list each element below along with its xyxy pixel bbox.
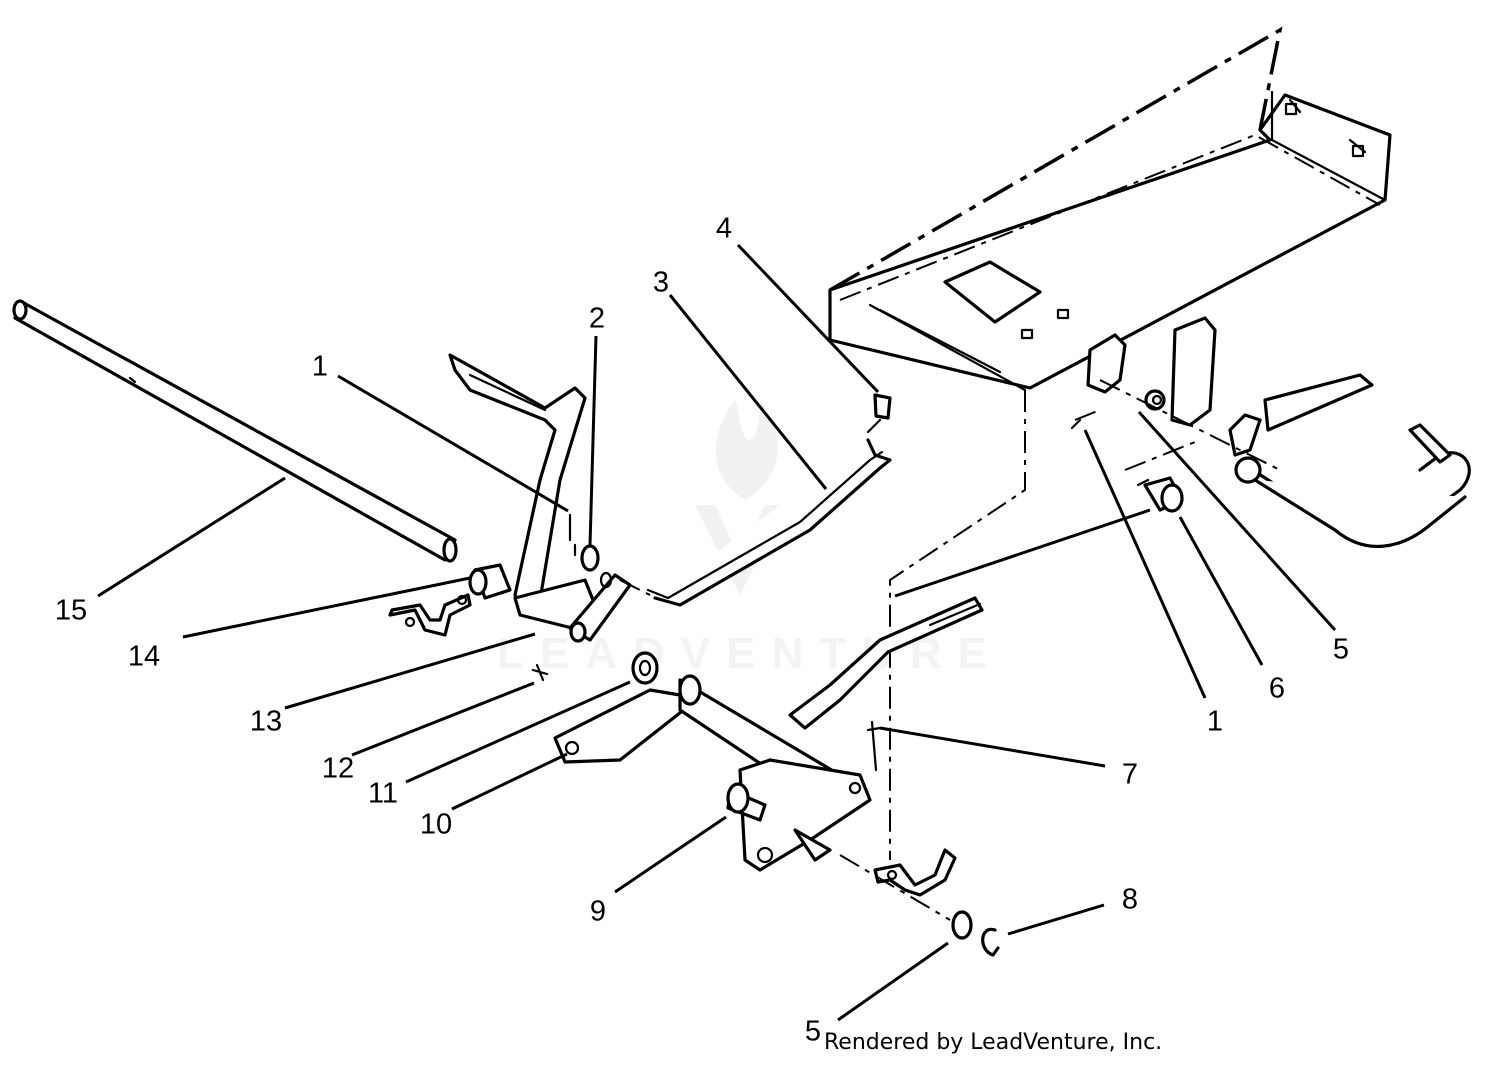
bushing-part-14	[468, 563, 512, 600]
callout-12: 12	[322, 753, 354, 785]
clamp-bottom	[873, 848, 957, 897]
callout-5-bottom: 5	[805, 1016, 821, 1048]
callout-6: 6	[1269, 673, 1285, 705]
washer-part-2	[580, 544, 600, 572]
callout-8: 8	[1122, 884, 1138, 916]
washer-part-11	[631, 651, 659, 685]
link-rod-part-3	[619, 393, 892, 607]
spring-part-7	[866, 720, 882, 772]
callout-7: 7	[1122, 759, 1138, 791]
rendered-by-credit: Rendered by LeadVenture, Inc.	[824, 1030, 1163, 1055]
callout-labels: 1 2 3 4 15 14 13 12 11 10 9 7 8 5 5 6 1	[55, 213, 1349, 1048]
callout-4: 4	[716, 213, 732, 245]
callout-14: 14	[128, 641, 160, 673]
clamp-left	[388, 593, 472, 637]
clip-part-8	[839, 854, 1000, 957]
frame-panel	[828, 26, 1392, 860]
callout-5-right: 5	[1333, 634, 1349, 666]
bolt-part-12	[531, 663, 549, 682]
callout-9: 9	[590, 896, 606, 928]
callout-15: 15	[55, 595, 87, 627]
pin-part-6	[1136, 476, 1184, 513]
callout-11: 11	[368, 778, 398, 810]
callout-10: 10	[420, 809, 452, 841]
callout-13: 13	[250, 706, 282, 738]
callout-1-left: 1	[312, 351, 328, 383]
callout-3: 3	[653, 267, 669, 299]
right-bracket-assembly	[1070, 316, 1471, 549]
shaft-bracket-part-10	[553, 596, 984, 872]
rod-part-15	[12, 299, 458, 563]
callout-2: 2	[589, 303, 605, 335]
pedal-arm-part-13	[448, 353, 632, 643]
washer-part-5	[951, 910, 973, 940]
callout-1-right: 1	[1207, 706, 1223, 738]
leader-lines	[97, 243, 1337, 1022]
